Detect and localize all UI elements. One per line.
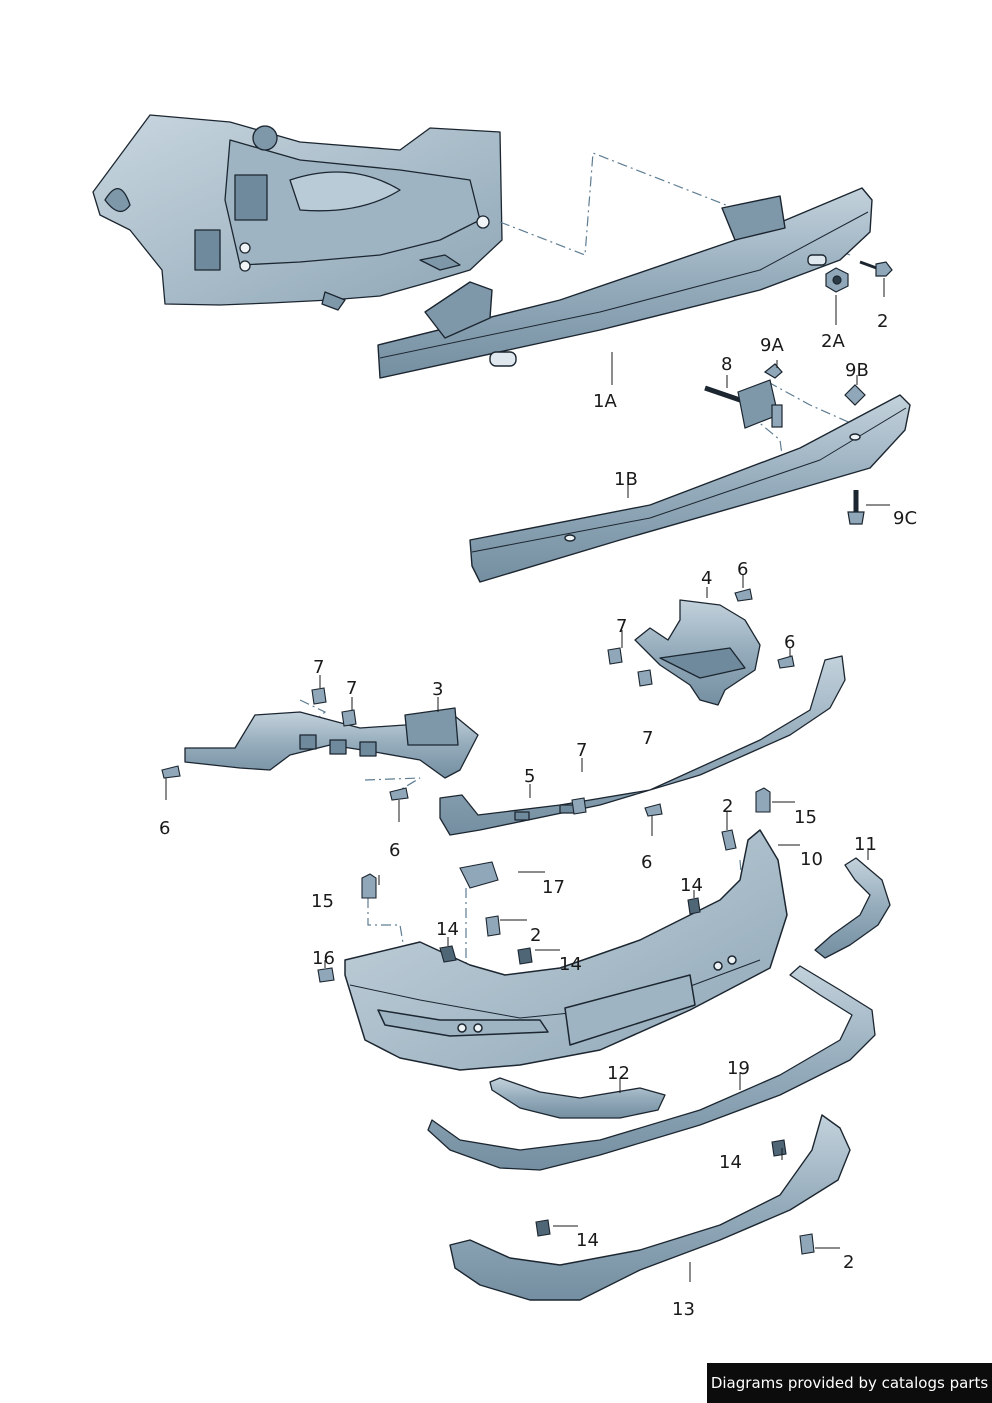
screw-16 [317, 967, 335, 983]
clip-14-c [517, 947, 533, 965]
label-2a: 2A [821, 331, 845, 352]
guide-3 [184, 707, 479, 779]
label-9a: 9A [760, 335, 784, 356]
energy-absorber-1b [469, 394, 911, 583]
label-10: 10 [800, 849, 823, 870]
label-2-center: 2 [530, 925, 541, 946]
screw-6-a [161, 765, 181, 779]
screw-2-b [721, 829, 737, 851]
label-15-left: 15 [311, 891, 334, 912]
trim-strip-11 [814, 857, 891, 959]
clip-14-e [535, 1219, 551, 1237]
screw-6-c [644, 803, 663, 817]
screw-9a [763, 363, 783, 379]
rivet-7-a [311, 687, 327, 705]
label-11: 11 [854, 834, 877, 855]
label-13: 13 [672, 1299, 695, 1320]
screw-6-b [389, 787, 409, 801]
label-12: 12 [607, 1063, 630, 1084]
clip-14-d [771, 1139, 787, 1157]
label-1b: 1B [614, 469, 638, 490]
screw-6-d [734, 588, 753, 602]
screw-2-d [799, 1233, 815, 1255]
clip-8 [704, 379, 783, 429]
clip-14-a [687, 897, 701, 915]
stud-15-a [361, 873, 377, 899]
label-7-strip: 7 [576, 740, 587, 761]
label-19: 19 [727, 1058, 750, 1079]
diffuser-13 [449, 1114, 851, 1301]
label-1a: 1A [593, 391, 617, 412]
nut-2a [825, 267, 849, 293]
label-7-top: 7 [616, 616, 627, 637]
stud-15-b [755, 787, 771, 813]
label-6-top: 6 [737, 559, 748, 580]
callout-labels: 1A 1B 2A 2 8 9A 9B 9C 4 6 6 7 7 3 7 7 6 … [159, 311, 917, 1320]
label-2-mid: 2 [722, 796, 733, 817]
label-6-strip: 6 [641, 852, 652, 873]
label-5: 5 [524, 766, 535, 787]
label-14-c: 14 [559, 954, 582, 975]
label-2-upper: 2 [877, 311, 888, 332]
leader-lines [165, 278, 890, 1282]
label-16: 16 [312, 948, 335, 969]
label-9b: 9B [845, 360, 869, 381]
label-6-right: 6 [784, 632, 795, 653]
rivet-7-c [571, 797, 587, 815]
rivet-7-d [607, 647, 623, 665]
impact-bar-1a [377, 187, 873, 379]
screw-2-c [485, 915, 501, 937]
rivet-7-b [341, 709, 357, 727]
label-15-right: 15 [794, 807, 817, 828]
rivet-7-e [637, 669, 653, 687]
screw-9c [847, 490, 865, 525]
label-14-b: 14 [436, 919, 459, 940]
fastener-17 [459, 861, 499, 889]
label-8: 8 [721, 354, 732, 375]
label-14-a: 14 [680, 875, 703, 896]
nut-9b [844, 384, 866, 406]
trim-piece-12 [489, 1077, 666, 1119]
rear-body-panel [92, 114, 503, 311]
guide-4 [634, 599, 761, 706]
label-14-e: 14 [576, 1230, 599, 1251]
lower-trim-19 [427, 965, 876, 1171]
label-17: 17 [542, 877, 565, 898]
label-7-mid: 7 [642, 728, 653, 749]
label-6-center: 6 [389, 840, 400, 861]
footer-attribution: Diagrams provided by catalogs parts [707, 1363, 992, 1403]
label-14-d: 14 [719, 1152, 742, 1173]
label-2-lower: 2 [843, 1252, 854, 1273]
label-4: 4 [701, 568, 712, 589]
label-7-left-a: 7 [313, 657, 324, 678]
screw-6-e [777, 655, 795, 669]
label-7-left-b: 7 [346, 678, 357, 699]
clip-14-b [439, 945, 457, 963]
label-3: 3 [432, 679, 443, 700]
bolt-2-upper [859, 260, 893, 277]
label-6-left: 6 [159, 818, 170, 839]
bumper-cover-10 [344, 829, 788, 1071]
label-9c: 9C [893, 508, 917, 529]
